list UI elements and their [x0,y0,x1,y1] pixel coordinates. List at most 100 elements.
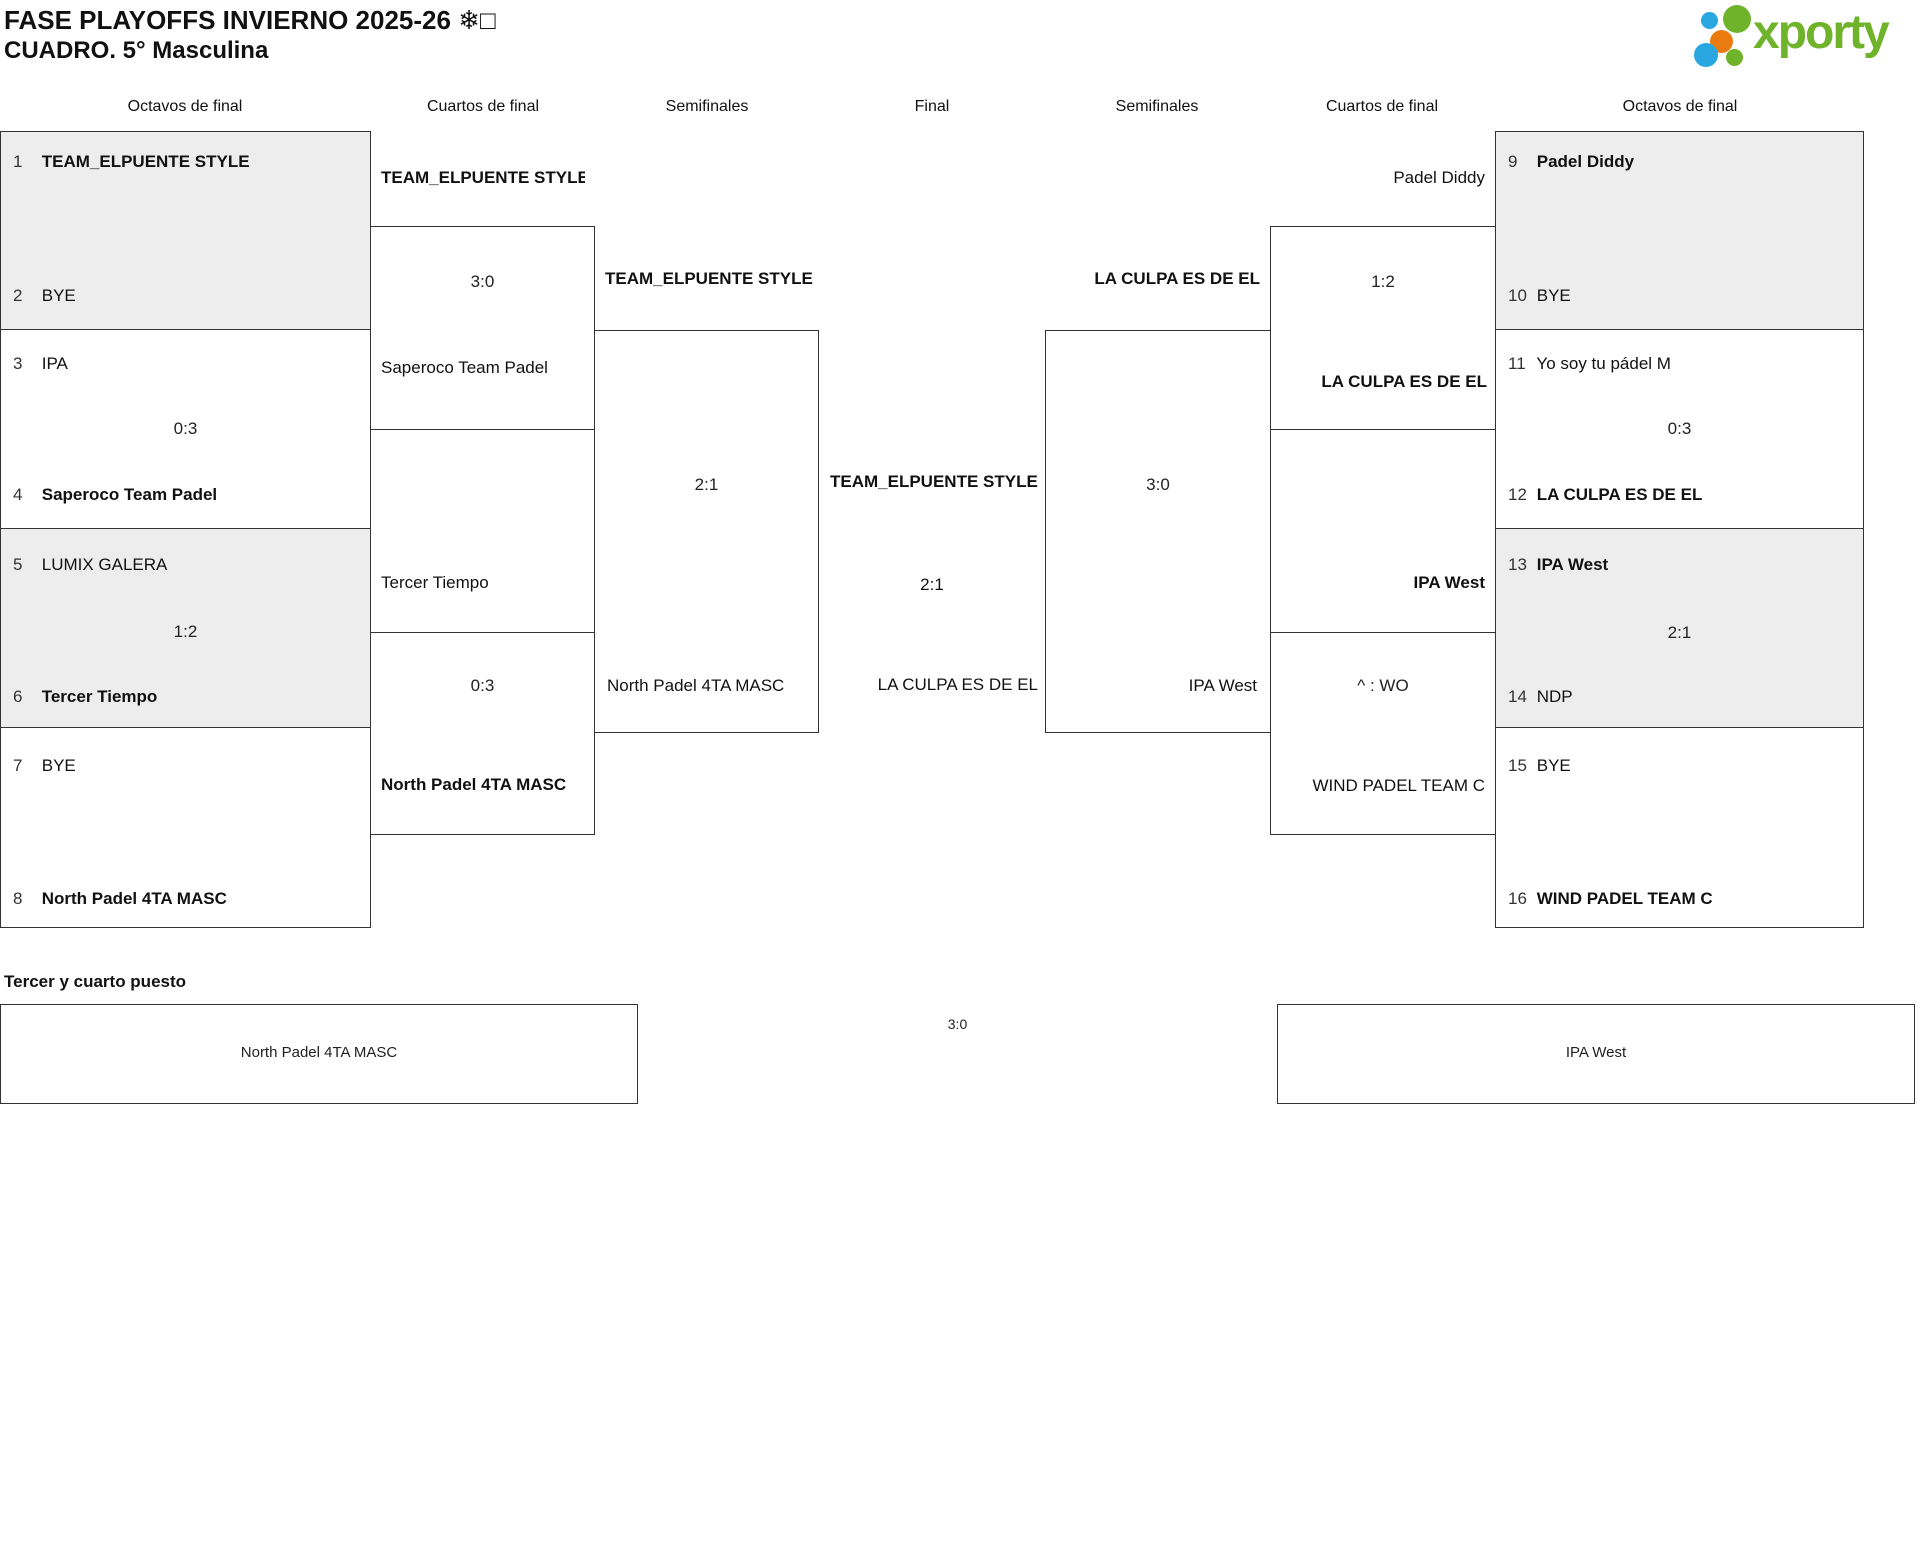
match-box-octavos-8: 15 BYE 16 WIND PADEL TEAM C [1495,727,1864,928]
page-subtitle: CUADRO. 5° Masculina [4,37,269,64]
match-score: 0:3 [470,676,495,695]
cuartos-left-2-top-team[interactable]: Tercer Tiempo [381,573,489,592]
match-box-octavos-2: 3 IPA 0:3 4 Saperoco Team Padel [0,329,371,529]
final-top-team[interactable]: TEAM_ELPUENTE STYLE [830,472,1038,491]
team-row[interactable]: 13 IPA West [1496,553,1863,576]
final-bottom-team[interactable]: LA CULPA ES DE EL [877,675,1038,694]
team-seed: 11 [1508,354,1526,373]
match-box-semifinal-2: 3:0 IPA West [1045,330,1271,733]
team-name: BYE [41,286,76,305]
team-row[interactable]: 3 IPA [1,352,370,375]
team-seed: 14 [1508,687,1527,706]
team-seed: 7 [13,756,23,775]
semifinal-left-top-team[interactable]: TEAM_ELPUENTE STYLE [605,269,813,288]
team-name: NDP [1536,687,1573,706]
team-name: Padel Diddy [1536,152,1635,171]
header-semis-left: Semifinales [665,98,749,115]
header-cuartos-left: Cuartos de final [426,98,540,115]
match-box-octavos-5: 9 Padel Diddy 10 BYE [1495,131,1864,330]
team-row[interactable]: 6 Tercer Tiempo [1,685,370,708]
logo-dot-icon [1694,43,1718,67]
cuartos-right-2-top-team[interactable]: IPA West [1413,573,1485,592]
team-row[interactable]: 5 LUMIX GALERA [1,553,370,576]
team-row[interactable]: 7 BYE [1,754,370,777]
match-box-octavos-7: 13 IPA West 2:1 14 NDP [1495,528,1864,728]
team-seed: 3 [13,354,23,373]
team-row[interactable]: 10 BYE [1496,284,1863,307]
team-row[interactable]: 8 North Padel 4TA MASC [1,887,370,910]
cuartos-right-1-top-team[interactable]: Padel Diddy [1393,168,1485,187]
team-row[interactable]: 1 TEAM_ELPUENTE STYLE [1,150,370,173]
team-row[interactable]: 15 BYE [1496,754,1863,777]
team-seed: 12 [1508,485,1527,504]
header-octavos-right: Octavos de final [1622,98,1738,115]
team-row[interactable]: 14 NDP [1496,685,1863,708]
team-name: TEAM_ELPUENTE STYLE [41,152,250,171]
team-seed: 6 [13,687,23,706]
team-name: BYE [1536,756,1571,775]
match-score: 1:2 [1371,272,1395,291]
team-row[interactable]: 11 Yo soy tu pádel M [1496,352,1863,375]
third-place-box-right: IPA West [1277,1004,1915,1104]
team-name: Yo soy tu pádel M [1536,354,1671,373]
header-semis-right: Semifinales [1115,98,1199,115]
team-name: WIND PADEL TEAM C [1536,889,1713,908]
team-seed: 4 [13,485,23,504]
logo-dot-icon [1726,49,1743,66]
cuartos-left-1-top-team[interactable]: TEAM_ELPUENTE STYLE [381,168,585,187]
team-seed: 9 [1508,152,1518,171]
match-score: 3:0 [470,272,495,291]
team-seed: 16 [1508,889,1527,908]
semifinal-right-top-team[interactable]: LA CULPA ES DE EL [1094,269,1260,288]
third-place-left-team[interactable]: North Padel 4TA MASC [240,1044,398,1061]
team-seed: 1 [13,152,23,171]
logo-dot-icon [1723,5,1751,33]
header-cuartos-right: Cuartos de final [1325,98,1439,115]
team-name: Tercer Tiempo [41,687,158,706]
semifinal-left-bottom-team[interactable]: North Padel 4TA MASC [607,676,785,695]
match-box-octavos-4: 7 BYE 8 North Padel 4TA MASC [0,727,371,928]
match-box-octavos-1: 1 TEAM_ELPUENTE STYLE 2 BYE [0,131,371,330]
match-score: 2:1 [694,475,719,494]
team-seed: 2 [13,286,23,305]
logo-wordmark: xporty [1753,6,1890,59]
page-title: FASE PLAYOFFS INVIERNO 2025-26 ❄□ [4,5,496,35]
match-box-semifinal-1: 2:1 North Padel 4TA MASC [594,330,819,733]
match-box-cuartos-4: ^ : WO WIND PADEL TEAM C [1270,632,1496,835]
match-score: 0:3 [1667,419,1692,438]
cuartos-right-1-bottom-team[interactable]: LA CULPA ES DE EL [1321,372,1487,391]
match-box-cuartos-2: 0:3 North Padel 4TA MASC [370,632,595,835]
team-seed: 13 [1508,555,1527,574]
match-box-cuartos-3: 1:2 LA CULPA ES DE EL [1270,226,1496,430]
team-row[interactable]: 4 Saperoco Team Padel [1,483,370,506]
third-place-score: 3:0 [947,1016,968,1032]
match-box-octavos-3: 5 LUMIX GALERA 1:2 6 Tercer Tiempo [0,528,371,728]
team-name: BYE [41,756,76,775]
logo-dot-icon [1701,12,1718,29]
team-seed: 5 [13,555,23,574]
semifinal-right-bottom-team[interactable]: IPA West [1188,676,1257,695]
match-score: ^ : WO [1357,676,1409,695]
team-seed: 15 [1508,756,1527,775]
header-final: Final [914,98,950,115]
final-score: 2:1 [920,575,944,594]
team-name: BYE [1536,286,1571,305]
header-octavos-left: Octavos de final [127,98,243,115]
team-seed: 10 [1508,286,1527,305]
third-place-box-left: North Padel 4TA MASC [0,1004,638,1104]
match-box-cuartos-1: 3:0 Saperoco Team Padel [370,226,595,430]
third-place-title: Tercer y cuarto puesto [4,972,187,991]
third-place-right-team[interactable]: IPA West [1565,1044,1627,1061]
team-row[interactable]: 2 BYE [1,284,370,307]
cuartos-left-2-bottom-team[interactable]: North Padel 4TA MASC [381,775,567,794]
team-row[interactable]: 16 WIND PADEL TEAM C [1496,887,1863,910]
team-name: IPA [41,354,68,373]
team-row[interactable]: 9 Padel Diddy [1496,150,1863,173]
team-row[interactable]: 12 LA CULPA ES DE EL [1496,483,1863,506]
team-name: North Padel 4TA MASC [41,889,227,908]
cuartos-right-2-bottom-team[interactable]: WIND PADEL TEAM C [1312,776,1485,795]
match-score: 2:1 [1667,623,1692,642]
match-score: 0:3 [173,419,198,438]
cuartos-left-1-bottom-team[interactable]: Saperoco Team Padel [381,358,548,377]
